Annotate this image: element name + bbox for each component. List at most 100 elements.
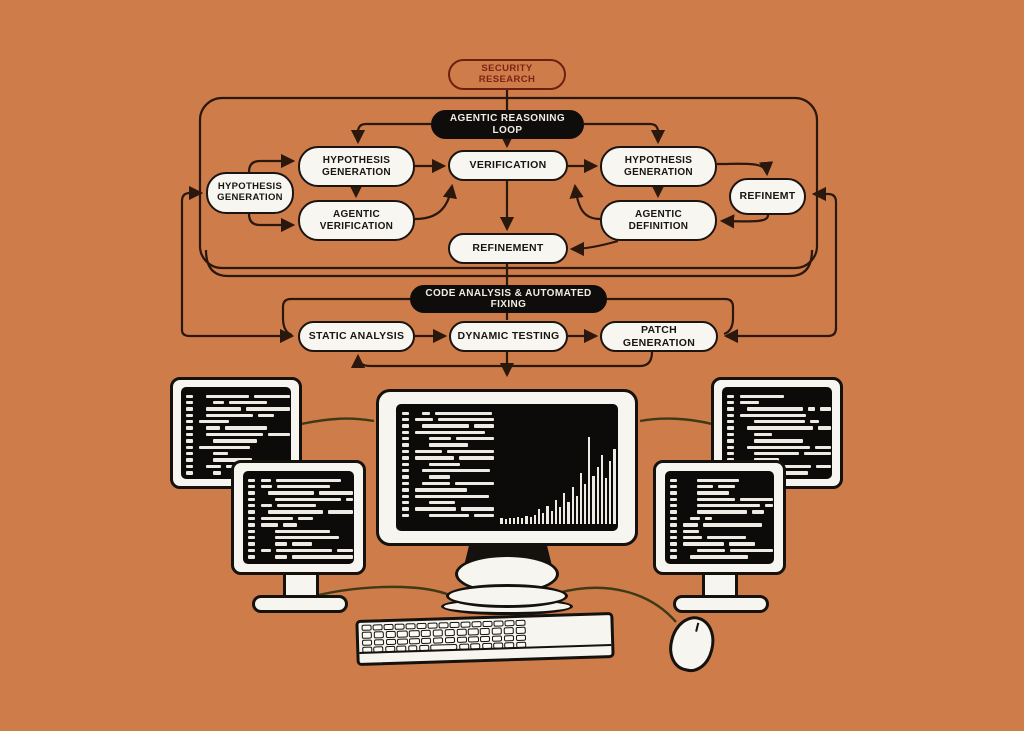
keyboard-key [503, 634, 515, 642]
code-line [248, 541, 349, 547]
code-line [248, 547, 353, 553]
chart-bar [512, 518, 516, 524]
code-line [248, 528, 349, 534]
code-line [186, 431, 290, 437]
node-refinemt: REFINEMT [729, 178, 806, 215]
keyboard-key [456, 636, 467, 643]
chart-bar [525, 515, 528, 524]
code-line [727, 419, 827, 425]
code-line [402, 429, 500, 435]
chart-bar [529, 516, 532, 524]
code-line [727, 451, 831, 457]
code-line [248, 483, 349, 489]
keyboard-key [493, 620, 504, 627]
keyboard-key [491, 627, 503, 635]
code-line [727, 431, 827, 437]
keyboard-key [491, 634, 503, 642]
chart-bar [554, 500, 557, 524]
keyboard-key [460, 621, 471, 629]
monitor-right-front [653, 460, 786, 575]
code-line [248, 496, 353, 502]
loop-boundary [198, 96, 819, 270]
chart-bar [533, 514, 537, 524]
code-line [248, 503, 349, 509]
chart-bar [542, 512, 545, 524]
code-line [186, 444, 286, 450]
code-screen [722, 387, 832, 479]
keyboard-key [432, 629, 444, 637]
node-hypothesis-generation-outer: HYPOTHESIS GENERATION [206, 172, 294, 214]
keyboard-key [482, 620, 493, 628]
code-area [402, 410, 500, 525]
monitor-center [376, 389, 638, 546]
code-line [670, 509, 769, 515]
keyboard-key [503, 627, 514, 634]
code-line [186, 419, 286, 425]
code-screen [665, 471, 774, 564]
code-line [402, 436, 500, 442]
keyboard-key [444, 636, 456, 644]
keyboard-key [385, 638, 397, 645]
code-line [727, 425, 831, 431]
keyboard-key [504, 620, 515, 627]
node-agentic-definition: AGENTIC DEFINITION [600, 200, 717, 241]
keyboard-key [405, 623, 416, 630]
code-line [248, 535, 349, 541]
code-line [670, 541, 769, 547]
center-code-chart-screen [396, 404, 618, 531]
code-line [402, 416, 500, 422]
code-line [402, 474, 500, 480]
chart-bar [592, 476, 595, 524]
keyboard-key [427, 622, 438, 630]
code-line [402, 480, 500, 486]
node-verification: VERIFICATION [448, 150, 568, 181]
chart-bar [579, 473, 583, 524]
chart-bar [500, 518, 503, 524]
keyboard [355, 611, 615, 667]
node-hypothesis-generation-right: HYPOTHESIS GENERATION [600, 146, 717, 187]
node-code-analysis-automated-fixing: CODE ANALYSIS & AUTOMATED FIXING [410, 285, 607, 313]
keyboard-key [467, 628, 479, 636]
code-line [186, 406, 290, 412]
node-dynamic-testing: DYNAMIC TESTING [449, 321, 568, 352]
code-screen [181, 387, 291, 479]
code-line [727, 438, 827, 444]
keyboard-key [372, 624, 383, 631]
code-line [670, 496, 773, 502]
chart-bar [538, 509, 541, 524]
code-line [248, 554, 353, 560]
node-agentic-reasoning-loop: AGENTIC REASONING LOOP [431, 110, 584, 139]
code-line [670, 490, 769, 496]
keyboard-key [456, 628, 467, 636]
code-line [248, 509, 353, 515]
code-line [186, 470, 286, 476]
code-line [402, 512, 500, 518]
chart-bar [504, 519, 507, 524]
code-line [186, 451, 286, 457]
keyboard-key [361, 639, 373, 646]
center-monitor-base [446, 584, 568, 608]
keyboard-key [373, 638, 385, 646]
keyboard-key [361, 631, 373, 639]
keyboard-key [409, 637, 420, 645]
keyboard-key [444, 629, 455, 636]
code-line [727, 406, 831, 412]
cables [300, 417, 713, 623]
chart-bar [563, 492, 566, 524]
code-line [402, 423, 500, 429]
chart-bar [596, 466, 599, 524]
node-patch-generation: PATCH GENERATION [600, 321, 718, 352]
code-screen [243, 471, 354, 564]
chart-bar [558, 507, 562, 524]
code-line [727, 399, 827, 405]
terminal-bar-chart [500, 432, 618, 524]
chart-bar [517, 516, 520, 524]
keyboard-key [515, 619, 526, 627]
code-line [402, 506, 500, 512]
code-line [248, 515, 349, 521]
code-line [402, 487, 500, 493]
code-line [402, 461, 500, 467]
keyboard-key [432, 636, 444, 644]
keyboard-key [420, 629, 432, 637]
